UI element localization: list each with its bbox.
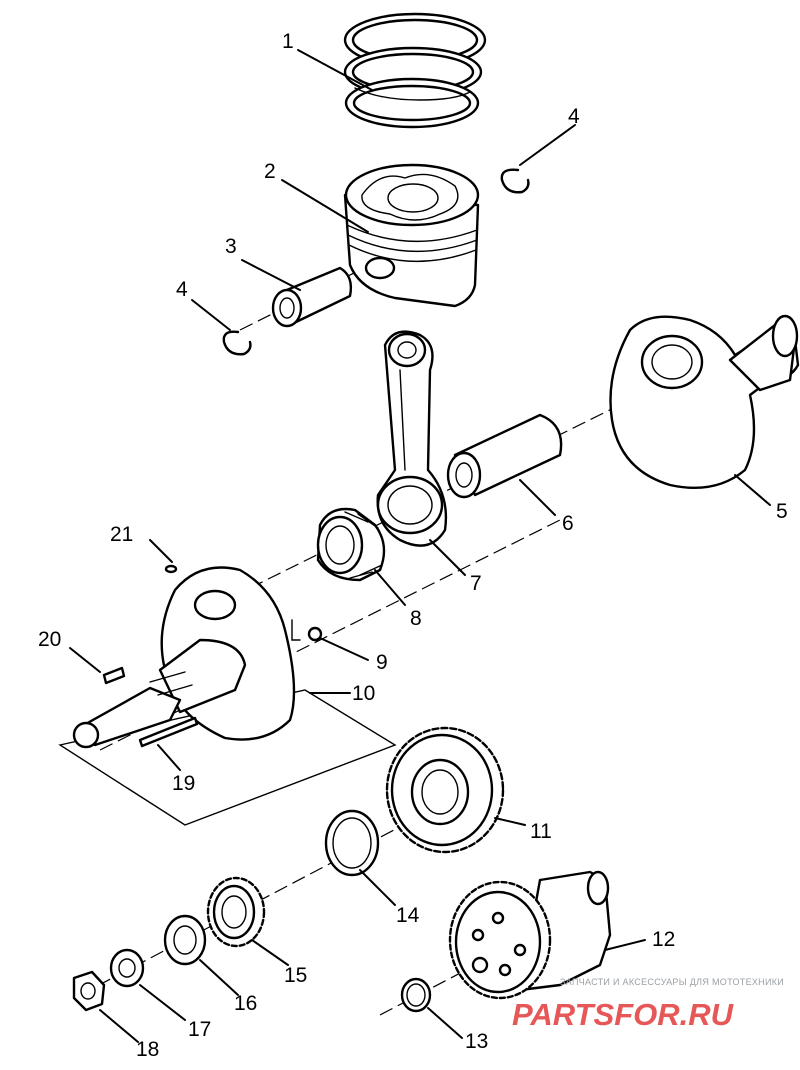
callout-3: 3: [225, 235, 237, 258]
callout-18: 18: [136, 1038, 159, 1061]
watermark: ЗАПЧАСТИ И АКСЕССУАРЫ ДЛЯ МОТОТЕХНИКИ PA…: [512, 977, 784, 1032]
callout-12: 12: [652, 928, 675, 951]
balancer-shaft: [448, 870, 612, 1000]
callout-21: 21: [110, 523, 133, 546]
callout-11: 11: [530, 820, 552, 843]
callout-15: 15: [284, 964, 307, 987]
needle-bearing: [316, 507, 386, 582]
piston-rings: [343, 12, 487, 129]
drive-gear: [385, 726, 505, 854]
callout-10: 10: [352, 682, 375, 705]
callout-14: 14: [396, 904, 420, 927]
circlip-left: [222, 330, 252, 356]
crankshaft-half-right: [609, 314, 800, 490]
callout-9: 9: [376, 651, 388, 674]
washer-13: [400, 977, 432, 1013]
piston: [343, 163, 480, 308]
watermark-logo: PARTSFOR.RU: [512, 997, 735, 1032]
castle-nut-16: [163, 914, 207, 966]
callout-20: 20: [38, 628, 61, 651]
connecting-rod: [376, 330, 448, 547]
washer-17: [109, 948, 145, 988]
callout-19: 19: [172, 772, 195, 795]
callout-4-upper: 4: [568, 105, 580, 128]
ball-9: [307, 626, 323, 642]
callout-6: 6: [562, 512, 574, 535]
nut-18: [72, 970, 106, 1012]
watermark-caption: ЗАПЧАСТИ И АКСЕССУАРЫ ДЛЯ МОТОТЕХНИКИ: [560, 977, 784, 987]
leader-lines: [69, 49, 771, 1043]
sprocket-15: [206, 876, 266, 948]
callout-5: 5: [776, 500, 788, 523]
callout-7: 7: [470, 572, 482, 595]
callout-16: 16: [234, 992, 257, 1015]
callout-2: 2: [264, 160, 276, 183]
callout-labels: 1 2 3 4 4 5 6 7 8 9 10 11 12 13 14 15 16…: [38, 30, 788, 1061]
washer-14: [324, 809, 380, 877]
callout-8: 8: [410, 607, 422, 630]
crank-pin: [446, 413, 563, 499]
callout-4-lower: 4: [176, 278, 188, 301]
circlip-right: [500, 168, 530, 194]
callout-13: 13: [465, 1030, 488, 1053]
crankshaft-half-left: [58, 564, 397, 826]
callout-17: 17: [188, 1018, 211, 1041]
piston-pin: [271, 266, 353, 328]
callout-1: 1: [282, 30, 294, 53]
